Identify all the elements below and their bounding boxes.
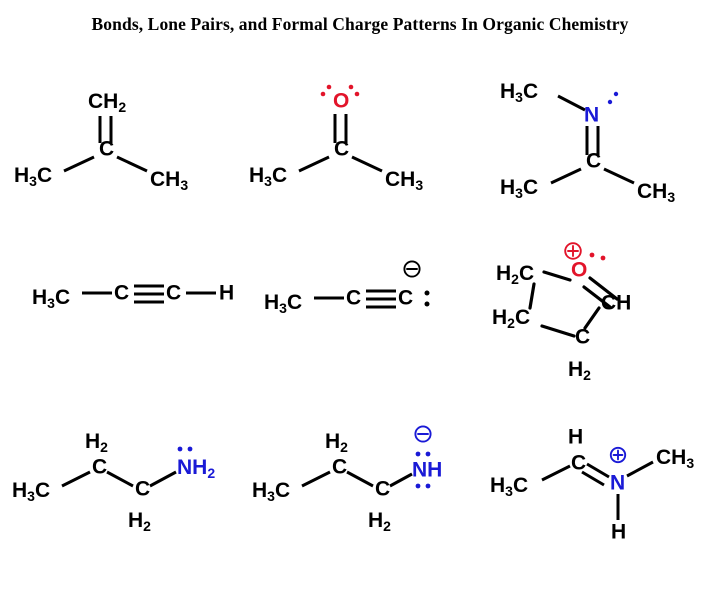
label-methyl: H3C: [32, 286, 70, 311]
label-methyl-right: CH3: [150, 168, 188, 193]
label-nitrogen: N: [584, 104, 599, 127]
bond-c-ch3-left: [63, 155, 95, 173]
molecule-acetone: O C H3C CH3: [240, 58, 480, 236]
lone-pair-oxygen: [589, 252, 606, 261]
formal-charge-negative: [403, 260, 421, 278]
bond-o-ch2: [542, 270, 572, 282]
label-amine: NH2: [177, 456, 215, 481]
molecule-propyne: H3C C C H: [0, 236, 240, 414]
bond-ch2-ch2: [346, 470, 374, 488]
label-methyl-left: H3C: [490, 474, 528, 499]
label-nitrogen: N: [610, 472, 625, 495]
molecule-iminium-cation: H C H3C N H CH3: [480, 414, 720, 592]
label-carbon-2: C: [398, 287, 413, 310]
molecule-isobutylene: CH2 C H3C CH3: [0, 58, 240, 236]
label-ch2: CH2: [88, 90, 126, 115]
bond-ch2-n: [389, 472, 413, 488]
label-carbon-bottom: C: [375, 478, 390, 501]
bond-h3c-ch2: [301, 470, 331, 488]
bond-c-ch: [583, 306, 601, 330]
label-center-carbon: C: [586, 150, 601, 173]
formal-charge-positive: [609, 446, 627, 464]
lone-pair-oxygen-left: [320, 84, 332, 97]
label-amide: NH: [412, 459, 442, 482]
molecule-imine: H3C N C H3C CH3: [480, 58, 720, 236]
bond-c-ch3-left: [550, 167, 582, 185]
label-h-top: H: [568, 426, 583, 449]
label-ch2-top: H2C: [496, 262, 534, 287]
molecule-propylamide-anion: H2 C H3C C H2 NH: [240, 414, 480, 592]
label-methyl-left: H3C: [249, 164, 287, 189]
formal-charge-negative: [414, 425, 432, 443]
double-bond-cn-line-b: [581, 470, 605, 487]
molecule-grid: CH2 C H3C CH3: [0, 58, 720, 592]
label-carbon: C: [571, 452, 586, 475]
label-methyl-left: H3C: [14, 164, 52, 189]
label-oxygen: O: [333, 90, 349, 113]
label-carbon-bottom: C: [135, 478, 150, 501]
label-methyl: H3C: [252, 479, 290, 504]
label-h2-bottom: H2: [568, 358, 591, 383]
label-hydrogen: H: [219, 282, 234, 305]
bond-h3c-c: [541, 464, 571, 482]
label-ch-right: CH: [601, 292, 631, 315]
bond-ch2-ch2: [106, 470, 134, 488]
bond-ch2-ch2: [528, 282, 536, 310]
lone-pair-nitrogen-top: [415, 451, 431, 457]
bond-ch2-c: [540, 324, 576, 338]
label-carbon-2: C: [166, 282, 181, 305]
label-carbon-top: C: [92, 456, 107, 479]
lone-pair-nitrogen-bottom: [415, 483, 431, 489]
double-bond-o-ch-line-b: [582, 285, 612, 309]
lone-pair-carbanion: [424, 290, 430, 307]
lone-pair-oxygen-right: [348, 84, 360, 97]
label-h2-bottom: H2: [128, 509, 151, 534]
label-methyl: H3C: [264, 291, 302, 316]
label-center-carbon: C: [99, 138, 114, 161]
double-bond-o-ch-line-a: [588, 276, 619, 301]
molecule-propynyl-anion: H3C C C: [240, 236, 480, 414]
molecule-cyclic-oxocarbenium: O H2C H2C CH C H2: [480, 236, 720, 414]
bond-ch2-n: [149, 470, 177, 488]
label-methyl-right: CH3: [656, 446, 694, 471]
bond-c-ch3-right: [603, 167, 635, 185]
label-carbon-1: C: [114, 282, 129, 305]
label-oxygen: O: [571, 259, 587, 282]
label-carbon-top: C: [332, 456, 347, 479]
label-h-bottom: H: [611, 521, 626, 544]
label-h2-top: H2: [325, 430, 348, 455]
bond-c-ch3-right: [351, 155, 383, 173]
label-ch2-bottom: H2C: [492, 306, 530, 331]
formal-charge-positive: [564, 242, 582, 260]
label-n-methyl: H3C: [500, 80, 538, 105]
molecule-propylamine: H2 C H3C C H2 NH2: [0, 414, 240, 592]
bond-n-ch3: [626, 460, 654, 478]
label-methyl: H3C: [12, 479, 50, 504]
bond-c-ch3-right: [116, 155, 148, 173]
label-methyl-right: CH3: [385, 168, 423, 193]
lone-pair-nitrogen: [607, 91, 619, 105]
bond-c-ch3-left: [298, 155, 330, 173]
label-methyl-left: H3C: [500, 176, 538, 201]
bond-h3c-ch2: [61, 470, 91, 488]
label-h2-bottom: H2: [368, 509, 391, 534]
label-c-bottom: C: [575, 326, 590, 349]
label-carbon-1: C: [346, 287, 361, 310]
page-title: Bonds, Lone Pairs, and Formal Charge Pat…: [91, 14, 629, 34]
label-h2-top: H2: [85, 430, 108, 455]
label-center-carbon: C: [334, 138, 349, 161]
label-methyl-right: CH3: [637, 180, 675, 205]
lone-pair-nitrogen: [177, 446, 193, 452]
bond-n-ch3: [557, 94, 586, 112]
double-bond-cn-line-a: [586, 462, 610, 479]
